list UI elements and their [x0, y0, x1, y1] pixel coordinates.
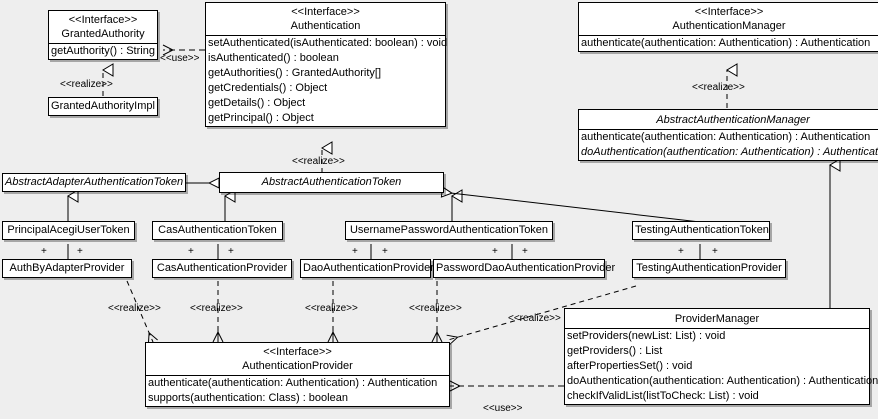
- class-granted-authority[interactable]: <<Interface>> GrantedAuthority getAuthor…: [48, 10, 158, 60]
- class-member: getPrincipal() : Object: [208, 112, 314, 124]
- class-stereotype: <<Interface>>: [263, 346, 332, 358]
- class-abstract-adapter-authentication-token[interactable]: AbstractAdapterAuthenticationToken: [2, 173, 186, 192]
- edge-label-use-providermanager-authenticationprovider: <<use>>: [483, 403, 523, 414]
- class-stereotype: <<Interface>>: [694, 6, 764, 18]
- edge-label-realize-passworddao: <<realize>>: [409, 303, 462, 314]
- class-abstract-authentication-manager[interactable]: AbstractAuthenticationManager authentica…: [578, 109, 878, 161]
- class-header: <<Interface>> GrantedAuthority: [49, 11, 157, 43]
- edge-generalize-testingtoken: [442, 192, 701, 223]
- class-dao-authentication-provider[interactable]: DaoAuthenticationProvider: [300, 259, 434, 278]
- class-member: authenticate(authentication: Authenticat…: [581, 37, 871, 49]
- class-member: getCredentials() : Object: [208, 82, 328, 94]
- divider: [579, 35, 878, 36]
- class-header: AbstractAuthenticationManager: [579, 110, 878, 129]
- class-name: CasAuthenticationToken: [158, 224, 277, 236]
- class-name: TestingAuthenticationToken: [635, 224, 769, 236]
- class-members: setProviders(newList: List) : void getPr…: [565, 329, 878, 404]
- class-member: afterPropertiesSet() : void: [567, 360, 693, 372]
- class-member: authenticate(authentication: Authenticat…: [148, 377, 438, 389]
- class-name: GrantedAuthorityImpl: [51, 100, 155, 112]
- assoc-plus: +: [228, 246, 234, 257]
- class-name: PrincipalAcegiUserToken: [7, 224, 130, 236]
- edge-label-realize-dao: <<realize>>: [305, 303, 358, 314]
- class-name: ProviderManager: [674, 313, 760, 325]
- class-members: authenticate(authentication: Authenticat…: [579, 36, 878, 51]
- edge-label-realize-abstractauthenticationtoken: <<realize>>: [292, 156, 345, 167]
- class-member: getAuthorities() : GrantedAuthority[]: [208, 67, 382, 79]
- assoc-plus: +: [41, 246, 47, 257]
- edge-label-realize-authenticationmanager: <<realize>>: [692, 82, 745, 93]
- class-members: authenticate(authentication: Authenticat…: [146, 376, 449, 406]
- class-authentication[interactable]: <<Interface>> Authentication setAuthenti…: [205, 2, 448, 127]
- class-header: <<Interface>> Authentication: [206, 3, 445, 35]
- assoc-plus: +: [352, 246, 358, 257]
- class-password-dao-authentication-provider[interactable]: PasswordDaoAuthenticationProvider: [433, 259, 616, 278]
- divider: [146, 375, 449, 376]
- assoc-plus: +: [522, 246, 528, 257]
- class-name: DaoAuthenticationProvider: [303, 262, 434, 274]
- class-member: doAuthentication(authentication: Authent…: [567, 375, 878, 387]
- class-name: AbstractAuthenticationToken: [261, 176, 402, 188]
- class-member: doAuthentication(authentication: Authent…: [581, 146, 878, 158]
- class-name: PasswordDaoAuthenticationProvider: [436, 262, 616, 274]
- class-name: UsernamePasswordAuthenticationToken: [349, 224, 549, 236]
- class-name: AbstractAuthenticationManager: [656, 114, 810, 126]
- class-cas-authentication-token[interactable]: CasAuthenticationToken: [152, 221, 283, 240]
- class-principal-acegi-user-token[interactable]: PrincipalAcegiUserToken: [2, 221, 135, 240]
- class-member: supports(authentication: Class) : boolea…: [148, 392, 348, 404]
- class-header: <<Interface>> AuthenticationManager: [579, 3, 878, 35]
- class-abstract-authentication-token[interactable]: AbstractAuthenticationToken: [219, 172, 444, 193]
- edge-label-realize-authbyadapter: <<realize>>: [108, 303, 161, 314]
- edge-label-realize-grantedauthorityimpl: <<realize>>: [60, 79, 113, 90]
- class-name: AuthenticationManager: [672, 20, 786, 32]
- assoc-plus: +: [77, 246, 83, 257]
- assoc-plus: +: [188, 246, 194, 257]
- class-name: AuthenticationProvider: [242, 360, 353, 372]
- class-name: GrantedAuthority: [61, 28, 145, 40]
- edge-label-realize-testing: <<realize>>: [508, 313, 561, 324]
- class-testing-authentication-provider[interactable]: TestingAuthenticationProvider: [632, 259, 786, 278]
- class-stereotype: <<Interface>>: [291, 6, 360, 18]
- class-testing-authentication-token[interactable]: TestingAuthenticationToken: [632, 221, 770, 240]
- class-cas-authentication-provider[interactable]: CasAuthenticationProvider: [152, 259, 292, 278]
- class-authentication-provider[interactable]: <<Interface>> AuthenticationProvider aut…: [145, 342, 450, 407]
- class-stereotype: <<Interface>>: [68, 14, 138, 26]
- class-member: authenticate(authentication: Authenticat…: [581, 131, 871, 143]
- class-auth-by-adapter-provider[interactable]: AuthByAdapterProvider: [2, 259, 132, 278]
- edge-label-use-authentication-grantedauthority: <<use>>: [160, 53, 200, 64]
- edge-label-realize-cas: <<realize>>: [190, 303, 243, 314]
- class-member: isAuthenticated() : boolean: [208, 52, 339, 64]
- class-member: setProviders(newList: List) : void: [567, 330, 726, 342]
- class-name: AbstractAdapterAuthenticationToken: [5, 176, 184, 188]
- assoc-plus: +: [678, 246, 684, 257]
- class-members: authenticate(authentication: Authenticat…: [579, 130, 878, 160]
- class-header: ProviderManager: [565, 309, 869, 328]
- divider: [565, 328, 869, 329]
- class-name: TestingAuthenticationProvider: [636, 262, 782, 274]
- class-members: setAuthenticated(isAuthenticated: boolea…: [206, 36, 448, 126]
- class-name: Authentication: [290, 20, 361, 32]
- class-member: getAuthority() : String: [51, 45, 155, 57]
- assoc-plus: +: [492, 246, 498, 257]
- class-members: getAuthority() : String: [49, 44, 157, 59]
- class-member: checkIfValidList(listToCheck: List) : vo…: [567, 390, 759, 402]
- class-provider-manager[interactable]: ProviderManager setProviders(newList: Li…: [564, 308, 878, 405]
- class-granted-authority-impl[interactable]: GrantedAuthorityImpl: [48, 97, 158, 116]
- class-username-password-authentication-token[interactable]: UsernamePasswordAuthenticationToken: [345, 221, 553, 240]
- class-name: CasAuthenticationProvider: [156, 262, 288, 274]
- class-header: <<Interface>> AuthenticationProvider: [146, 343, 449, 375]
- assoc-plus: +: [382, 246, 388, 257]
- divider: [579, 129, 878, 130]
- class-member: getDetails() : Object: [208, 97, 306, 109]
- divider: [206, 35, 445, 36]
- divider: [49, 43, 157, 44]
- class-authentication-manager[interactable]: <<Interface>> AuthenticationManager auth…: [578, 2, 878, 52]
- class-member: setAuthenticated(isAuthenticated: boolea…: [208, 37, 448, 49]
- class-member: getProviders() : List: [567, 345, 663, 357]
- class-name: AuthByAdapterProvider: [9, 262, 125, 274]
- assoc-plus: +: [712, 246, 718, 257]
